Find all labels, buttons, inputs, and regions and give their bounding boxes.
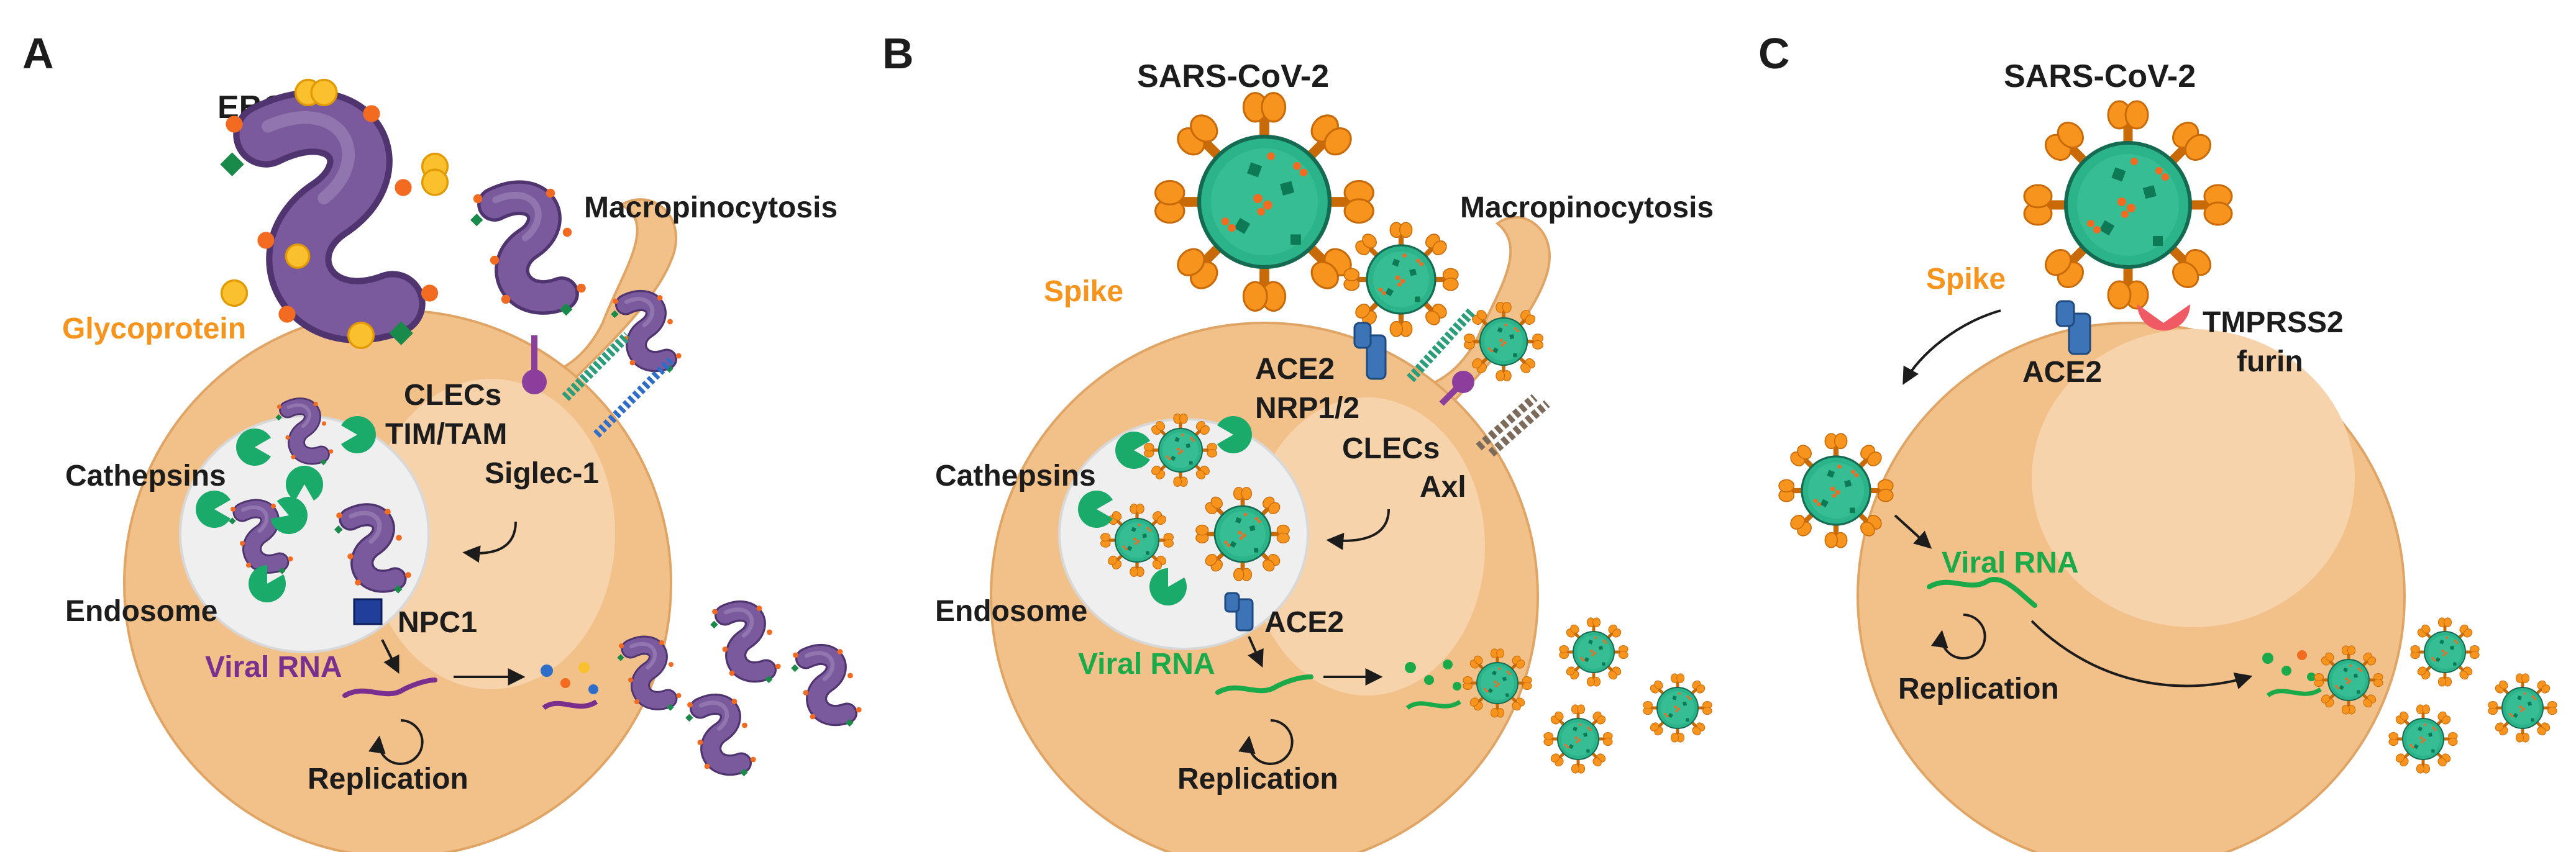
panel-c-letter: C	[1758, 29, 1790, 78]
panel-a-viral-rna-strand	[342, 678, 437, 698]
panel-a-arrow-release	[381, 639, 400, 674]
panel-c-viral-rna-label: Viral RNA	[1942, 546, 2079, 579]
panel-b-virion-binding	[1343, 221, 1459, 338]
panel-a-endosome-label: Endosome	[65, 595, 217, 628]
panel-c: C SARS-CoV-2 Spike ACE2 TMPRSS2 furin Vi…	[1758, 29, 2558, 852]
panel-a-letter: A	[22, 29, 54, 78]
panel-b-nucleus	[1249, 397, 1485, 696]
panel-c-spike-label: Spike	[1926, 263, 2006, 296]
panel-c-receptor-ace2	[2055, 300, 2091, 355]
panel-a-receptor-label-1: CLECs	[404, 379, 501, 412]
panel-b-endosome-label: Endosome	[935, 595, 1087, 628]
panel-c-tmprss2-label: TMPRSS2	[2203, 306, 2344, 339]
panel-b-cathepsins-label: Cathepsins	[935, 460, 1096, 492]
panel-b-arrow-endo	[1326, 509, 1390, 550]
panel-b-endosome-ace2	[1224, 592, 1254, 632]
panel-c-virus-title: SARS-CoV-2	[2004, 58, 2196, 94]
panel-b-receptor-nrp	[1407, 307, 1476, 383]
panel-c-arrow-fusion	[1902, 309, 2001, 385]
panel-b-virus-title: SARS-CoV-2	[1137, 58, 1329, 94]
panel-b-receptor-label-1: ACE2	[1255, 353, 1335, 386]
panel-a-cathepsins-label: Cathepsins	[65, 460, 226, 492]
panel-c-replication-cycle	[1930, 614, 1986, 659]
panel-b-replication-cycle	[1238, 719, 1294, 765]
panel-a-ebov-virion-binding	[470, 189, 586, 316]
panel-c-arrow-export	[2030, 620, 2253, 689]
panel-c-furin-label: furin	[2237, 345, 2303, 378]
panel-a-replication-label: Replication	[308, 763, 468, 795]
panel-a-ebov-virion-large	[220, 80, 447, 348]
panel-b-macropinocytosis-label: Macropinocytosis	[1460, 191, 1714, 224]
panel-b-spike-label: Spike	[1044, 275, 1123, 308]
panel-a: A EBOV Glycoprotein Macropinocytosis	[22, 29, 862, 852]
panel-c-viral-rna-strand	[1927, 577, 2037, 608]
panel-b-assembly-components	[1405, 659, 1461, 710]
panel-c-nucleus	[2032, 329, 2355, 627]
panel-a-receptor-label-3: Siglec-1	[485, 457, 599, 490]
panel-a-npc1-receptor	[353, 598, 383, 625]
panel-c-tmprss2	[2137, 304, 2190, 331]
panel-a-assembly-components	[541, 662, 598, 710]
panel-b-receptor-label-4: Axl	[1420, 471, 1466, 504]
panel-b-ace2-endo-label: ACE2	[1264, 606, 1344, 639]
panel-a-glycoprotein-label: Glycoprotein	[62, 312, 246, 345]
panel-b-virion-large	[1156, 93, 1374, 311]
panel-a-arrow-endo	[462, 521, 517, 563]
panel-b-receptor-label-3: CLECs	[1342, 432, 1440, 465]
panel-a-npc1-label: NPC1	[398, 606, 477, 639]
panel-b-letter: B	[882, 29, 914, 78]
panel-c-replication-label: Replication	[1898, 673, 2059, 705]
panel-a-receptor-siglec	[522, 335, 547, 394]
panel-a-viral-rna-label: Viral RNA	[205, 651, 342, 684]
panel-b: B SARS-CoV-2 Spike Macropinocytosis ACE2…	[882, 29, 1714, 852]
panel-c-ace2-label: ACE2	[2022, 356, 2102, 389]
panel-b-replication-label: Replication	[1177, 763, 1338, 795]
panel-a-receptor-label-2: TIM/TAM	[385, 418, 507, 451]
panel-b-receptor-clec	[1439, 371, 1474, 406]
panel-c-assembly-components	[2262, 650, 2322, 697]
panel-b-receptor-label-2: NRP1/2	[1255, 392, 1359, 425]
panel-b-receptor-ace2	[1353, 322, 1387, 380]
panel-b-receptor-axl	[1476, 394, 1550, 457]
panel-b-viral-rna-label: Viral RNA	[1078, 648, 1215, 681]
panel-a-replication-cycle	[368, 719, 424, 765]
panel-a-receptor-timtam	[593, 357, 674, 438]
panel-b-viral-rna-strand	[1215, 674, 1313, 695]
panel-c-virion-large	[2024, 101, 2232, 309]
panel-a-macropinocytosis-label: Macropinocytosis	[584, 191, 838, 224]
panel-c-arrow-entry	[1894, 514, 1932, 549]
panel-a-receptor-clec	[562, 332, 631, 401]
panel-a-nucleus	[367, 379, 615, 689]
panel-b-arrow-release	[1248, 636, 1264, 668]
